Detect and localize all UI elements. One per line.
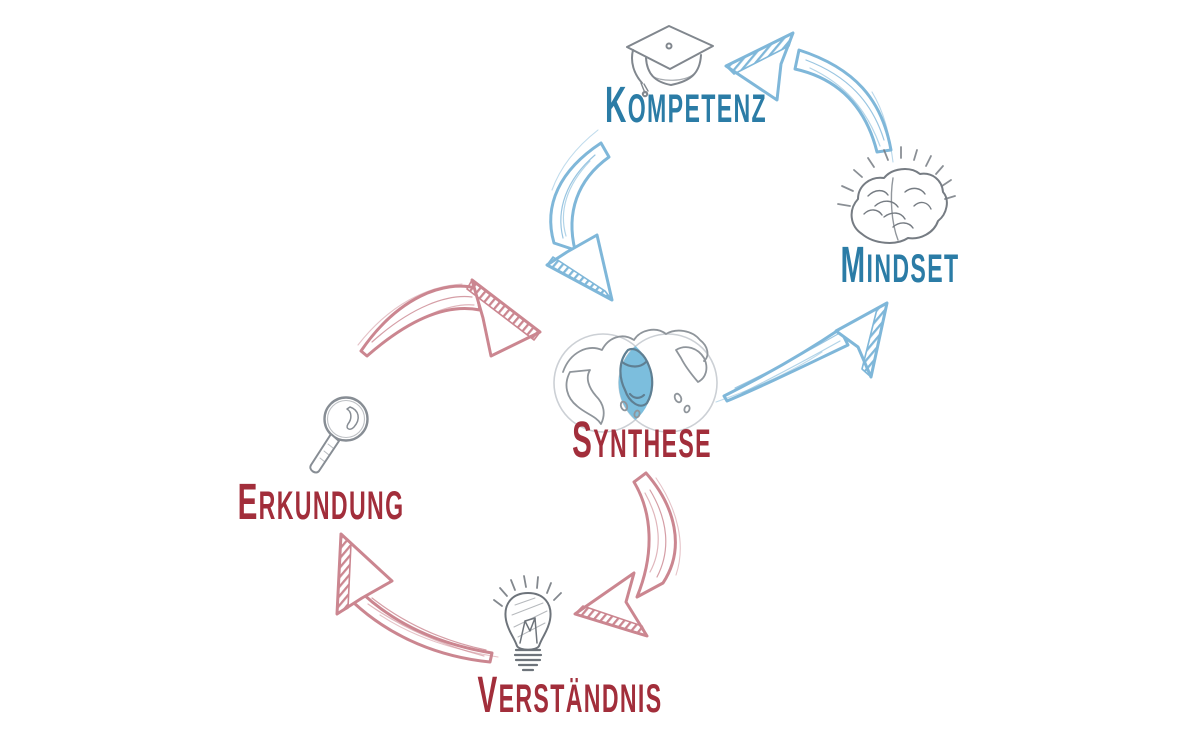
- arrow-synthese-to-verstaendnis: [573, 471, 681, 638]
- globe-venn-icon: [553, 328, 718, 433]
- label-mindset: MINDSET: [840, 237, 960, 294]
- label-erkundung: ERKUNDUNG: [237, 474, 405, 531]
- label-synthese: SYNTHESE: [572, 412, 712, 469]
- arrow-synthese-to-mindset: [715, 301, 889, 403]
- arrow-mindset-to-kompetenz: [724, 31, 894, 163]
- label-kompetenz: KOMPETENZ: [604, 77, 768, 134]
- arrow-kompetenz-to-synthese: [545, 129, 614, 302]
- arrow-erkundung-to-synthese: [357, 278, 542, 358]
- graduation-cap-icon: [626, 25, 714, 98]
- lightbulb-icon: [493, 575, 562, 672]
- label-verstaendnis: VERSTÄNDNIS: [477, 667, 663, 724]
- brain-icon: [837, 146, 956, 244]
- magnifier-icon: [309, 396, 369, 474]
- arrow-verstaendnis-to-erkundung: [335, 532, 499, 664]
